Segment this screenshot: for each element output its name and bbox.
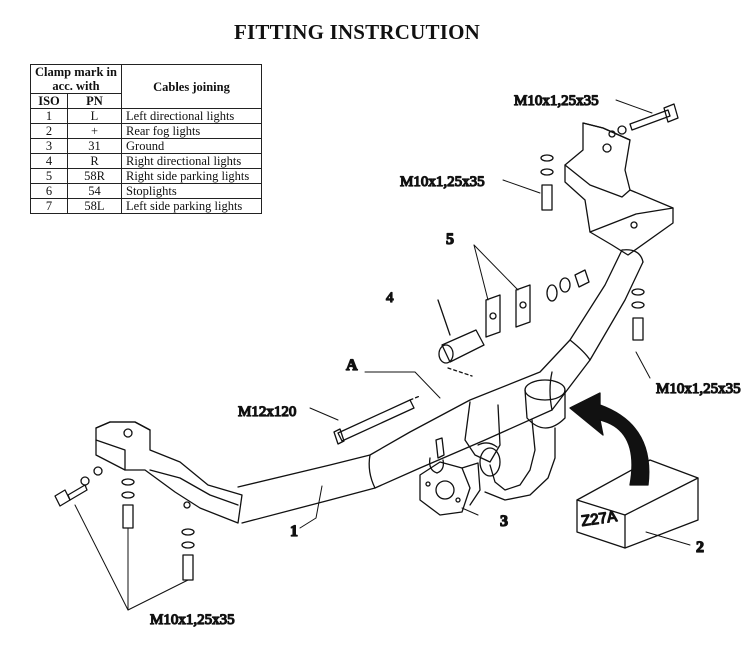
legend-desc: Left side parking lights xyxy=(121,198,262,214)
legend-pn: 54 xyxy=(67,183,122,199)
label-part-4: 4 xyxy=(386,290,394,306)
crossbar xyxy=(237,249,644,524)
label-long-bolt: M12x120 xyxy=(238,404,296,420)
bolt-hardware xyxy=(54,103,679,581)
label-box-code: Z27A xyxy=(580,508,618,530)
label-bolt-right: M10x1,25x35 xyxy=(656,381,741,397)
legend-iso: 7 xyxy=(30,198,68,214)
package-box xyxy=(576,459,699,549)
direction-arrow xyxy=(569,392,650,486)
label-bolt-bottom: M10x1,25x35 xyxy=(150,612,235,628)
right-bracket xyxy=(564,122,674,256)
legend-desc: Right directional lights xyxy=(121,153,262,169)
socket-plate xyxy=(419,437,481,516)
legend-desc: Stoplights xyxy=(121,183,262,199)
legend-desc: Right side parking lights xyxy=(121,168,262,184)
header-pn: PN xyxy=(67,93,122,109)
legend-desc: Ground xyxy=(121,138,262,154)
header-cables-joining: Cables joining xyxy=(121,64,262,109)
label-part-2: 2 xyxy=(696,539,704,556)
label-part-1: 1 xyxy=(290,523,298,540)
wiring-legend-table: Clamp mark in acc. with Cables joining I… xyxy=(30,64,262,214)
legend-pn: 31 xyxy=(67,138,122,154)
label-bolt-top: M10x1,25x35 xyxy=(514,93,599,109)
leader-lines xyxy=(74,99,691,611)
left-bracket xyxy=(95,421,243,524)
header-clamp-mark: Clamp mark in acc. with xyxy=(30,64,122,94)
legend-pn: 58L xyxy=(67,198,122,214)
tow-ball-hitch xyxy=(464,379,566,501)
label-point-a: A xyxy=(346,357,358,374)
label-part-5: 5 xyxy=(446,231,454,248)
clamp-plates xyxy=(485,269,590,338)
label-part-3: 3 xyxy=(500,513,508,530)
label-bolt-mid: M10x1,25x35 xyxy=(400,174,485,190)
spacer-tube xyxy=(437,299,485,377)
long-bolt xyxy=(333,395,421,445)
page-title: FITTING INSTRCUTION xyxy=(234,20,480,44)
